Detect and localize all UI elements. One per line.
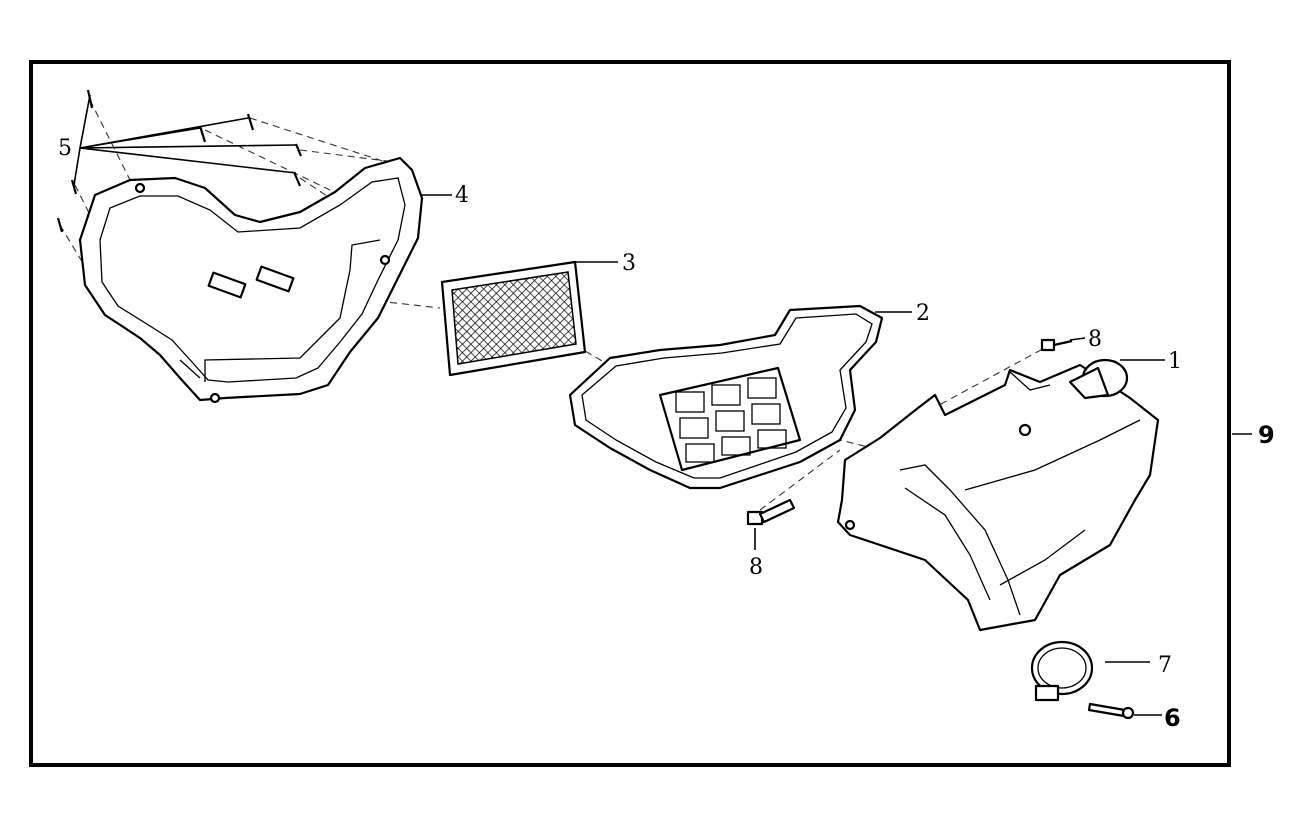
callout-7: 7 [1158, 653, 1172, 678]
bolt-upper [1040, 338, 1073, 352]
air-cleaner-cover [78, 156, 424, 404]
callout-1: 1 [1168, 349, 1182, 374]
diagram-frame [29, 60, 1231, 767]
callout-3: 3 [622, 251, 636, 276]
callout-9: 9 [1258, 421, 1275, 449]
air-cleaner-case [836, 358, 1160, 632]
callout-6: 6 [1164, 704, 1181, 732]
hose-clamp [1030, 640, 1094, 702]
clamp-screw [1087, 702, 1135, 720]
callout-8-lower: 8 [749, 555, 763, 580]
callout-4: 4 [455, 183, 469, 208]
gasket [568, 304, 884, 490]
bolt-lower [746, 498, 796, 526]
callout-8-upper: 8 [1088, 327, 1102, 352]
callout-5: 5 [58, 136, 72, 161]
filter-element [440, 260, 587, 377]
callout-2: 2 [916, 301, 930, 326]
leader-lines [73, 94, 1252, 716]
